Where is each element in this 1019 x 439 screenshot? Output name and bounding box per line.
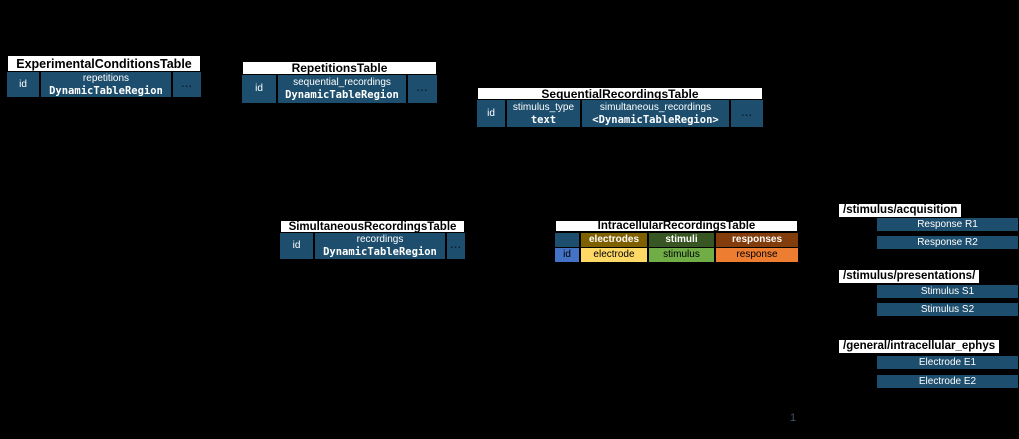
cell-repetitions: repetitions DynamicTableRegion <box>41 72 171 97</box>
cell-text: id <box>487 107 495 119</box>
cell-stimulus: stimulus <box>649 248 714 262</box>
column-name: repetitions <box>82 72 130 84</box>
column-text: id <box>563 249 571 260</box>
item-stimulus-s2: Stimulus S2 <box>877 303 1018 316</box>
ellipsis-text: ... <box>181 78 193 90</box>
table-title: RepetitionsTable <box>242 61 437 75</box>
column-row: id electrode stimulus response <box>555 248 798 262</box>
cell-recordings: recordings DynamicTableRegion <box>315 233 445 259</box>
column-name: sequential_recordings <box>293 77 391 88</box>
cell-id: id <box>477 100 505 127</box>
column-text: stimulus <box>663 249 700 260</box>
cell-responses-category: responses <box>716 233 798 247</box>
item-stimulus-s1: Stimulus S1 <box>877 285 1018 298</box>
table-row: id repetitions DynamicTableRegion ... <box>7 72 201 97</box>
cell-stimulus-type: stimulus_type text <box>507 100 580 127</box>
group-path-stimulus-acquisition: /stimulus/acquisition <box>839 204 962 217</box>
table-repetitions: RepetitionsTable id sequential_recording… <box>242 61 437 103</box>
item-electrode-e2: Electrode E2 <box>877 375 1018 388</box>
group-path-general-intracellular-ephys: /general/intracellular_ephys <box>839 340 1000 353</box>
page-number: 1 <box>790 412 797 424</box>
cell-ellipsis: ... <box>447 233 465 259</box>
cell-text: id <box>19 78 27 90</box>
column-text: response <box>736 249 778 260</box>
column-type: text <box>530 113 557 126</box>
group-path-stimulus-presentations: /stimulus/presentations/ <box>839 270 980 283</box>
table-intracellular-recordings: IntracellularRecordingsTable electrodes … <box>555 220 798 262</box>
column-type: DynamicTableRegion <box>49 84 163 97</box>
column-text: electrode <box>593 249 635 260</box>
cell-blank <box>555 233 579 247</box>
table-row: id recordings DynamicTableRegion ... <box>280 233 465 259</box>
item-electrode-e1: Electrode E1 <box>877 356 1018 369</box>
table-sequential-recordings: SequentialRecordingsTable id stimulus_ty… <box>477 87 763 127</box>
category-text: responses <box>731 234 783 245</box>
column-type: <DynamicTableRegion> <box>592 113 719 126</box>
cell-response: response <box>716 248 798 262</box>
category-text: stimuli <box>665 234 698 245</box>
cell-id: id <box>555 248 579 262</box>
cell-stimuli-category: stimuli <box>649 233 714 247</box>
table-title: SimultaneousRecordingsTable <box>280 220 465 233</box>
cell-id: id <box>242 75 276 103</box>
table-title: ExperimentalConditionsTable <box>7 55 201 72</box>
cell-simultaneous-recordings: simultaneous_recordings <DynamicTableReg… <box>582 100 729 127</box>
ellipsis-text: ... <box>450 240 462 251</box>
cell-ellipsis: ... <box>173 72 201 97</box>
cell-ellipsis: ... <box>731 100 763 127</box>
cell-electrodes-category: electrodes <box>581 233 647 247</box>
ellipsis-text: ... <box>416 83 429 94</box>
table-row: id sequential_recordings DynamicTableReg… <box>242 75 437 103</box>
column-type: DynamicTableRegion <box>323 246 437 258</box>
table-experimental-conditions: ExperimentalConditionsTable id repetitio… <box>7 55 201 97</box>
cell-ellipsis: ... <box>408 75 437 103</box>
cell-text: id <box>292 240 301 251</box>
item-response-r1: Response R1 <box>877 218 1018 231</box>
column-name: simultaneous_recordings <box>599 101 712 113</box>
column-name: stimulus_type <box>512 101 575 113</box>
cell-sequential-recordings: sequential_recordings DynamicTableRegion <box>278 75 406 103</box>
table-title: SequentialRecordingsTable <box>477 87 763 101</box>
item-response-r2: Response R2 <box>877 236 1018 249</box>
table-simultaneous-recordings: SimultaneousRecordingsTable id recording… <box>280 220 465 259</box>
cell-text: id <box>255 83 263 94</box>
table-row: id stimulus_type text simultaneous_recor… <box>477 100 763 127</box>
category-row: electrodes stimuli responses <box>555 233 798 247</box>
cell-id: id <box>7 72 39 97</box>
table-title: IntracellularRecordingsTable <box>555 220 798 232</box>
ellipsis-text: ... <box>741 107 753 119</box>
category-text: electrodes <box>588 234 640 245</box>
column-type: DynamicTableRegion <box>285 89 399 101</box>
column-name: recordings <box>356 234 404 245</box>
cell-electrode: electrode <box>581 248 647 262</box>
cell-id: id <box>280 233 313 259</box>
